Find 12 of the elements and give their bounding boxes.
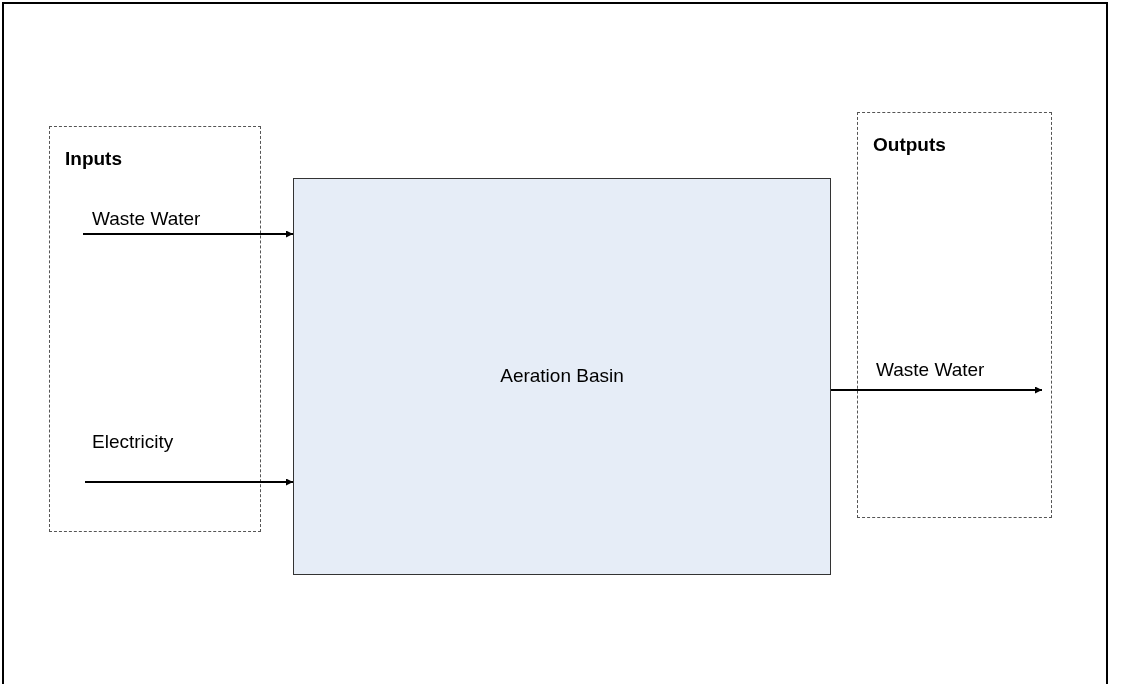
edge-label: Waste Water	[92, 207, 201, 231]
edge-label: Waste Water	[876, 358, 985, 382]
edge-label: Electricity	[92, 430, 174, 454]
arrow	[830, 386, 1043, 394]
arrow	[84, 478, 294, 486]
process-box	[293, 178, 831, 575]
group-heading: Outputs	[873, 133, 946, 157]
dashed-group-box	[49, 126, 261, 532]
dashed-group-box	[857, 112, 1052, 518]
group-heading: Inputs	[65, 147, 122, 171]
arrow	[82, 230, 294, 238]
box-label: Aeration Basin	[500, 364, 624, 389]
